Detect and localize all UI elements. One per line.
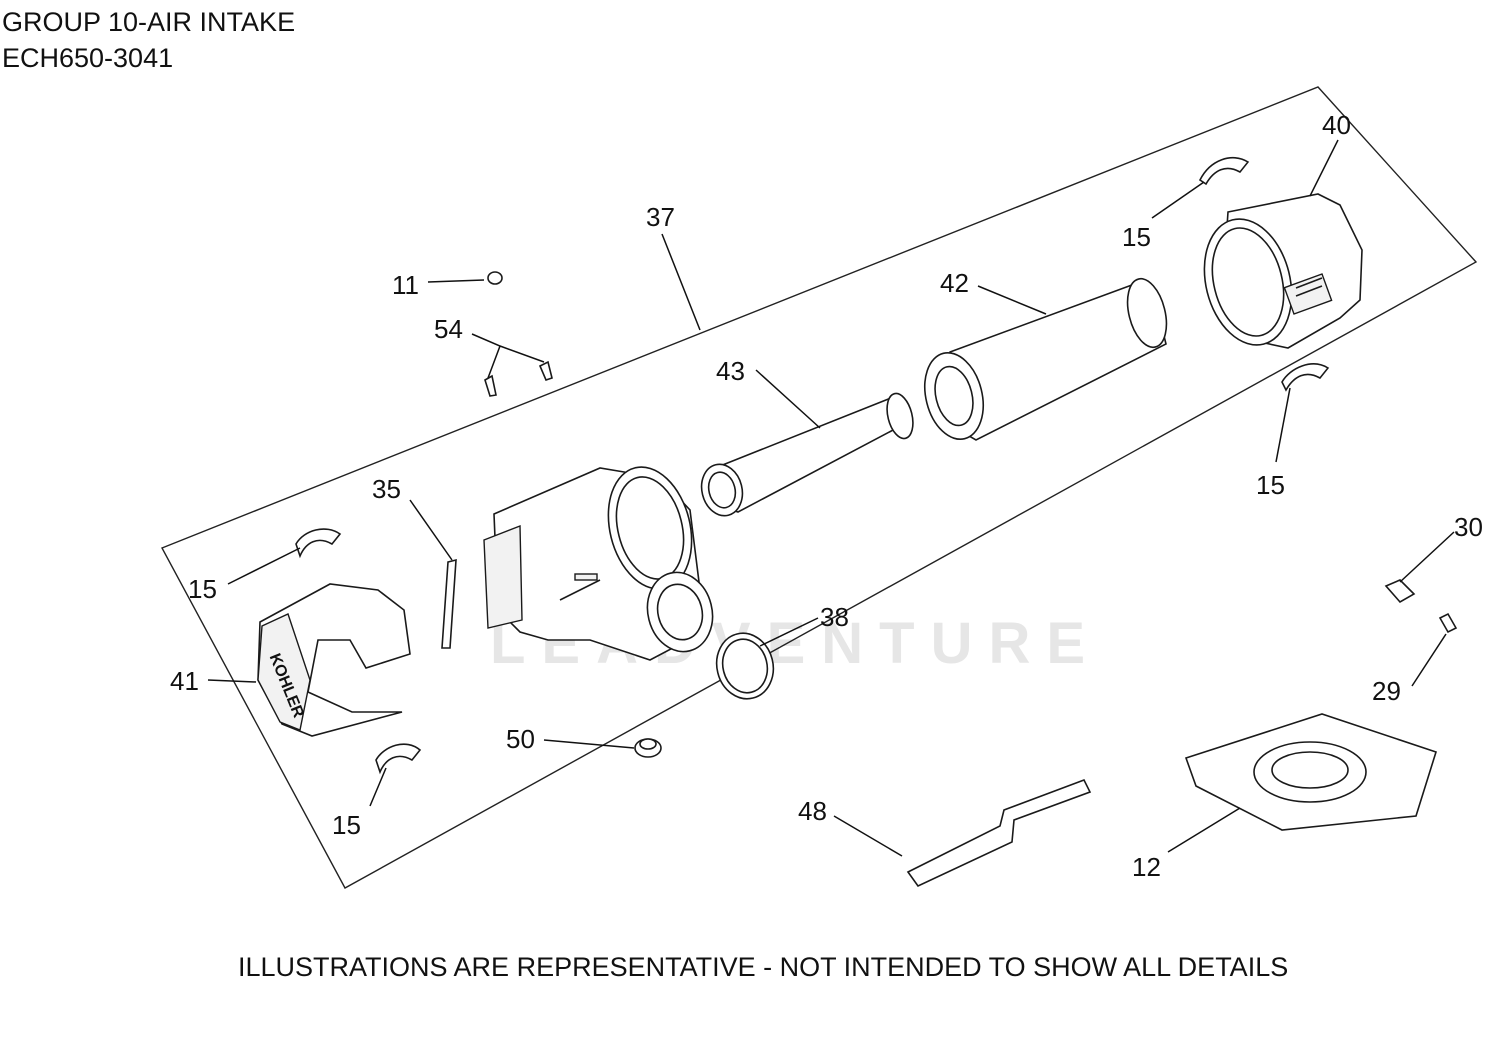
leader-43 <box>755 369 821 429</box>
disclaimer-note: ILLUSTRATIONS ARE REPRESENTATIVE - NOT I… <box>238 952 1289 982</box>
leader-54 <box>471 333 545 379</box>
part-42-filter[interactable] <box>916 275 1173 446</box>
air-cleaner-housing[interactable] <box>483 458 721 661</box>
leader-38 <box>759 617 819 647</box>
part-54-screws[interactable] <box>484 360 553 397</box>
leader-37 <box>661 233 701 331</box>
callout-30[interactable]: 30 <box>1454 512 1483 542</box>
part-38-ring[interactable] <box>710 627 780 705</box>
part-15-clip-bottom[interactable] <box>375 743 422 775</box>
part-15-clip-left[interactable] <box>295 528 342 559</box>
leader-35 <box>409 499 453 561</box>
callout-37[interactable]: 37 <box>646 202 675 232</box>
leader-15-top <box>1151 181 1205 219</box>
callout-15-right[interactable]: 15 <box>1256 470 1285 500</box>
leader-15-left <box>227 547 301 585</box>
callout-15-bottom[interactable]: 15 <box>332 810 361 840</box>
leader-41 <box>207 679 257 683</box>
callout-40[interactable]: 40 <box>1322 110 1351 140</box>
part-43-inner-filter[interactable] <box>696 391 917 520</box>
leader-42 <box>977 285 1047 315</box>
callout-54[interactable]: 54 <box>434 314 463 344</box>
part-30-fitting[interactable] <box>1384 579 1416 604</box>
callout-38[interactable]: 38 <box>820 602 849 632</box>
leader-48 <box>833 815 903 857</box>
callout-15-top[interactable]: 15 <box>1122 222 1151 252</box>
callout-42[interactable]: 42 <box>940 268 969 298</box>
callout-35[interactable]: 35 <box>372 474 401 504</box>
part-12-base-tray[interactable] <box>1184 713 1437 831</box>
assembly-frame <box>161 86 1478 889</box>
part-35-gasket[interactable] <box>441 558 457 649</box>
leader-15-bottom <box>369 767 387 807</box>
leader-29 <box>1411 633 1447 687</box>
callout-11[interactable]: 11 <box>392 270 419 300</box>
diagram-title: GROUP 10-AIR INTAKE <box>2 7 296 37</box>
part-41-front-cover[interactable]: KOHLER <box>257 583 411 737</box>
part-29-pin[interactable] <box>1438 612 1458 634</box>
leader-40 <box>1309 139 1339 197</box>
part-15-clip-right[interactable] <box>1281 363 1330 392</box>
part-11-nut[interactable] <box>487 271 503 285</box>
leader-12 <box>1167 807 1241 853</box>
leader-11 <box>427 279 485 283</box>
callout-29[interactable]: 29 <box>1372 676 1401 706</box>
callout-43[interactable]: 43 <box>716 356 745 386</box>
callout-15-left[interactable]: 15 <box>188 574 217 604</box>
callout-41[interactable]: 41 <box>170 666 199 696</box>
leader-30 <box>1399 531 1455 583</box>
part-48-bracket[interactable] <box>906 778 1092 888</box>
part-15-clip-top[interactable] <box>1198 156 1250 186</box>
part-50-grommet[interactable] <box>634 738 662 758</box>
part-40-cover[interactable] <box>1192 193 1363 354</box>
callout-12[interactable]: 12 <box>1132 852 1161 882</box>
leader-15-right <box>1275 387 1291 463</box>
callout-50[interactable]: 50 <box>506 724 535 754</box>
leader-50 <box>543 739 635 749</box>
model-number: ECH650-3041 <box>2 43 174 73</box>
callout-48[interactable]: 48 <box>798 796 827 826</box>
